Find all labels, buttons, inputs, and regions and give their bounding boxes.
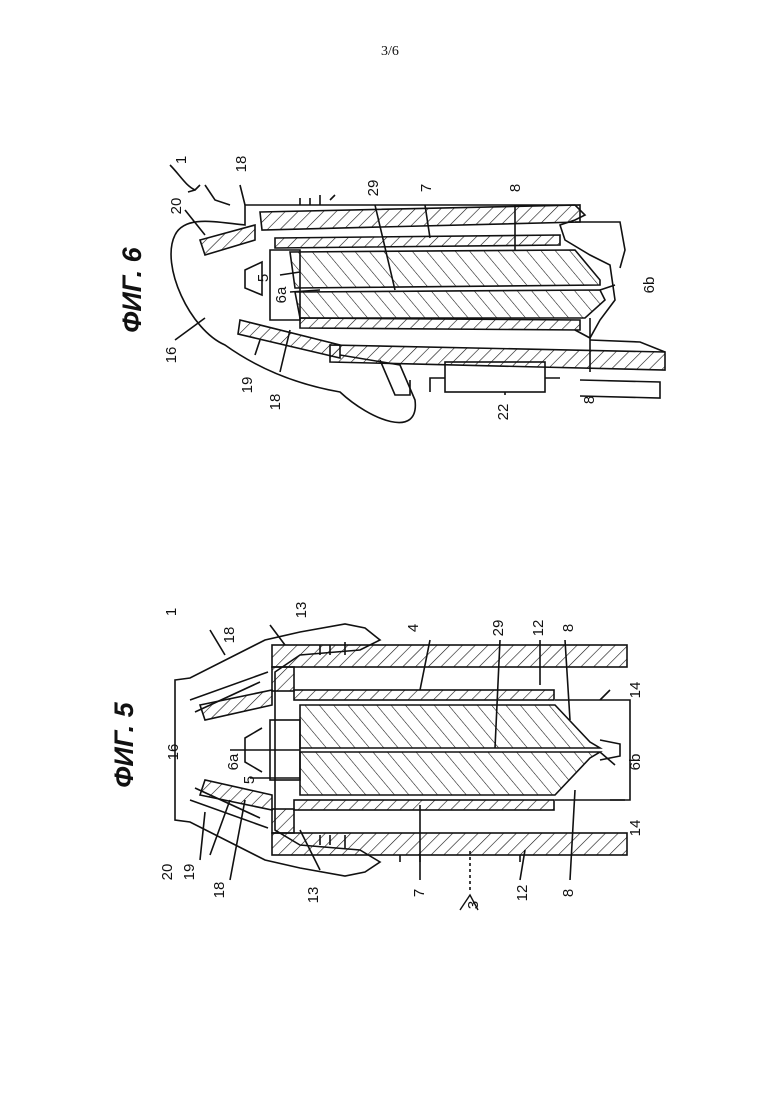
figure-5-drawing — [175, 624, 630, 910]
fig5-label-14-top: 14 — [627, 682, 644, 699]
fig6-label-5: 5 — [255, 274, 272, 282]
fig5-label-5: 5 — [241, 776, 258, 784]
fig5-label-19: 19 — [181, 864, 198, 881]
fig5-label-14-bottom: 14 — [627, 820, 644, 837]
fig5-label-8-top: 8 — [560, 624, 577, 632]
fig5-label-3: 3 — [465, 901, 482, 909]
fig5-label-18-bottom: 18 — [211, 882, 228, 899]
fig6-label-19: 19 — [239, 377, 256, 394]
fig5-label-18-top: 18 — [221, 627, 238, 644]
fig6-label-22: 22 — [495, 404, 512, 421]
fig6-label-20: 20 — [168, 198, 185, 215]
fig5-label-16: 16 — [165, 744, 182, 761]
fig5-label-29: 29 — [490, 620, 507, 637]
fig5-label-13-bottom: 13 — [305, 887, 322, 904]
fig5-label-7: 7 — [411, 889, 428, 897]
fig6-label-6b: 6b — [641, 277, 658, 294]
figure-6-title: ФИГ. 6 — [117, 246, 147, 332]
fig5-label-12-top: 12 — [530, 620, 547, 637]
fig5-label-4: 4 — [405, 624, 422, 632]
fig6-label-8-top: 8 — [507, 184, 524, 192]
fig5-label-6a: 6a — [225, 753, 242, 770]
fig6-label-18-bottom: 18 — [267, 394, 284, 411]
fig5-label-1: 1 — [163, 608, 180, 616]
fig6-label-18-top: 18 — [233, 156, 250, 173]
fig5-label-13-top: 13 — [293, 602, 310, 619]
fig6-label-7: 7 — [418, 184, 435, 192]
fig6-label-1: 1 — [173, 156, 190, 164]
fig6-label-6a: 6a — [273, 286, 290, 303]
figure-5-title: ФИГ. 5 — [109, 701, 139, 787]
fig6-label-16: 16 — [163, 347, 180, 364]
fig5-label-8-bottom: 8 — [560, 889, 577, 897]
fig5-label-20: 20 — [159, 864, 176, 881]
fig5-label-12-bottom: 12 — [514, 885, 531, 902]
fig6-label-8-bottom: 8 — [581, 396, 598, 404]
fig5-label-6b: 6b — [627, 754, 644, 771]
fig6-label-29: 29 — [365, 180, 382, 197]
figure-6-labels: ФИГ. 6 1 18 20 29 7 8 5 6a 6b 16 19 18 8… — [117, 156, 658, 421]
